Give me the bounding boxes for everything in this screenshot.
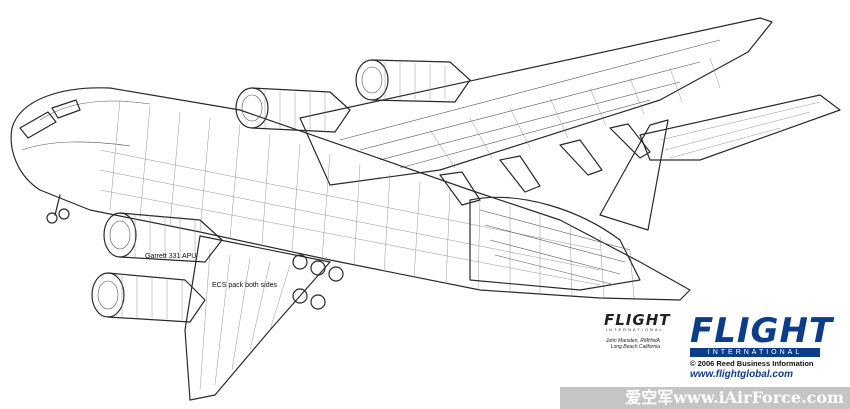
artist-credit: John Marsden, RMHistA Long Beach Califor… bbox=[600, 338, 660, 350]
copyright-notice: © 2006 Reed Business Information bbox=[690, 359, 814, 368]
near-wing bbox=[184, 235, 331, 401]
flight-international-logo: FLIGHT INTERNATIONAL © 2006 Reed Busines… bbox=[690, 311, 834, 380]
watermark: 爱空军www.iAirForce.com bbox=[560, 387, 850, 409]
fuselage bbox=[10, 87, 691, 301]
tail bbox=[599, 94, 841, 231]
small-flight-logo-subtitle: INTERNATIONAL bbox=[606, 327, 664, 332]
artist-location: Long Beach California bbox=[610, 344, 660, 350]
near-engines bbox=[91, 212, 223, 323]
small-flight-logo: FLIGHT bbox=[604, 311, 671, 329]
callout-ecs-pack: ECS pack both sides bbox=[212, 282, 277, 289]
far-engines bbox=[235, 59, 471, 133]
website-link[interactable]: www.flightglobal.com bbox=[690, 369, 793, 380]
artist-name: John Marsden, RMHistA bbox=[605, 338, 660, 344]
far-wing bbox=[299, 17, 773, 206]
callout-apu: Garrett 331 APU bbox=[145, 253, 197, 260]
landing-gear bbox=[46, 194, 344, 310]
logo-wordmark: FLIGHT bbox=[690, 311, 834, 351]
logo-subtitle-bar: INTERNATIONAL bbox=[690, 348, 820, 357]
